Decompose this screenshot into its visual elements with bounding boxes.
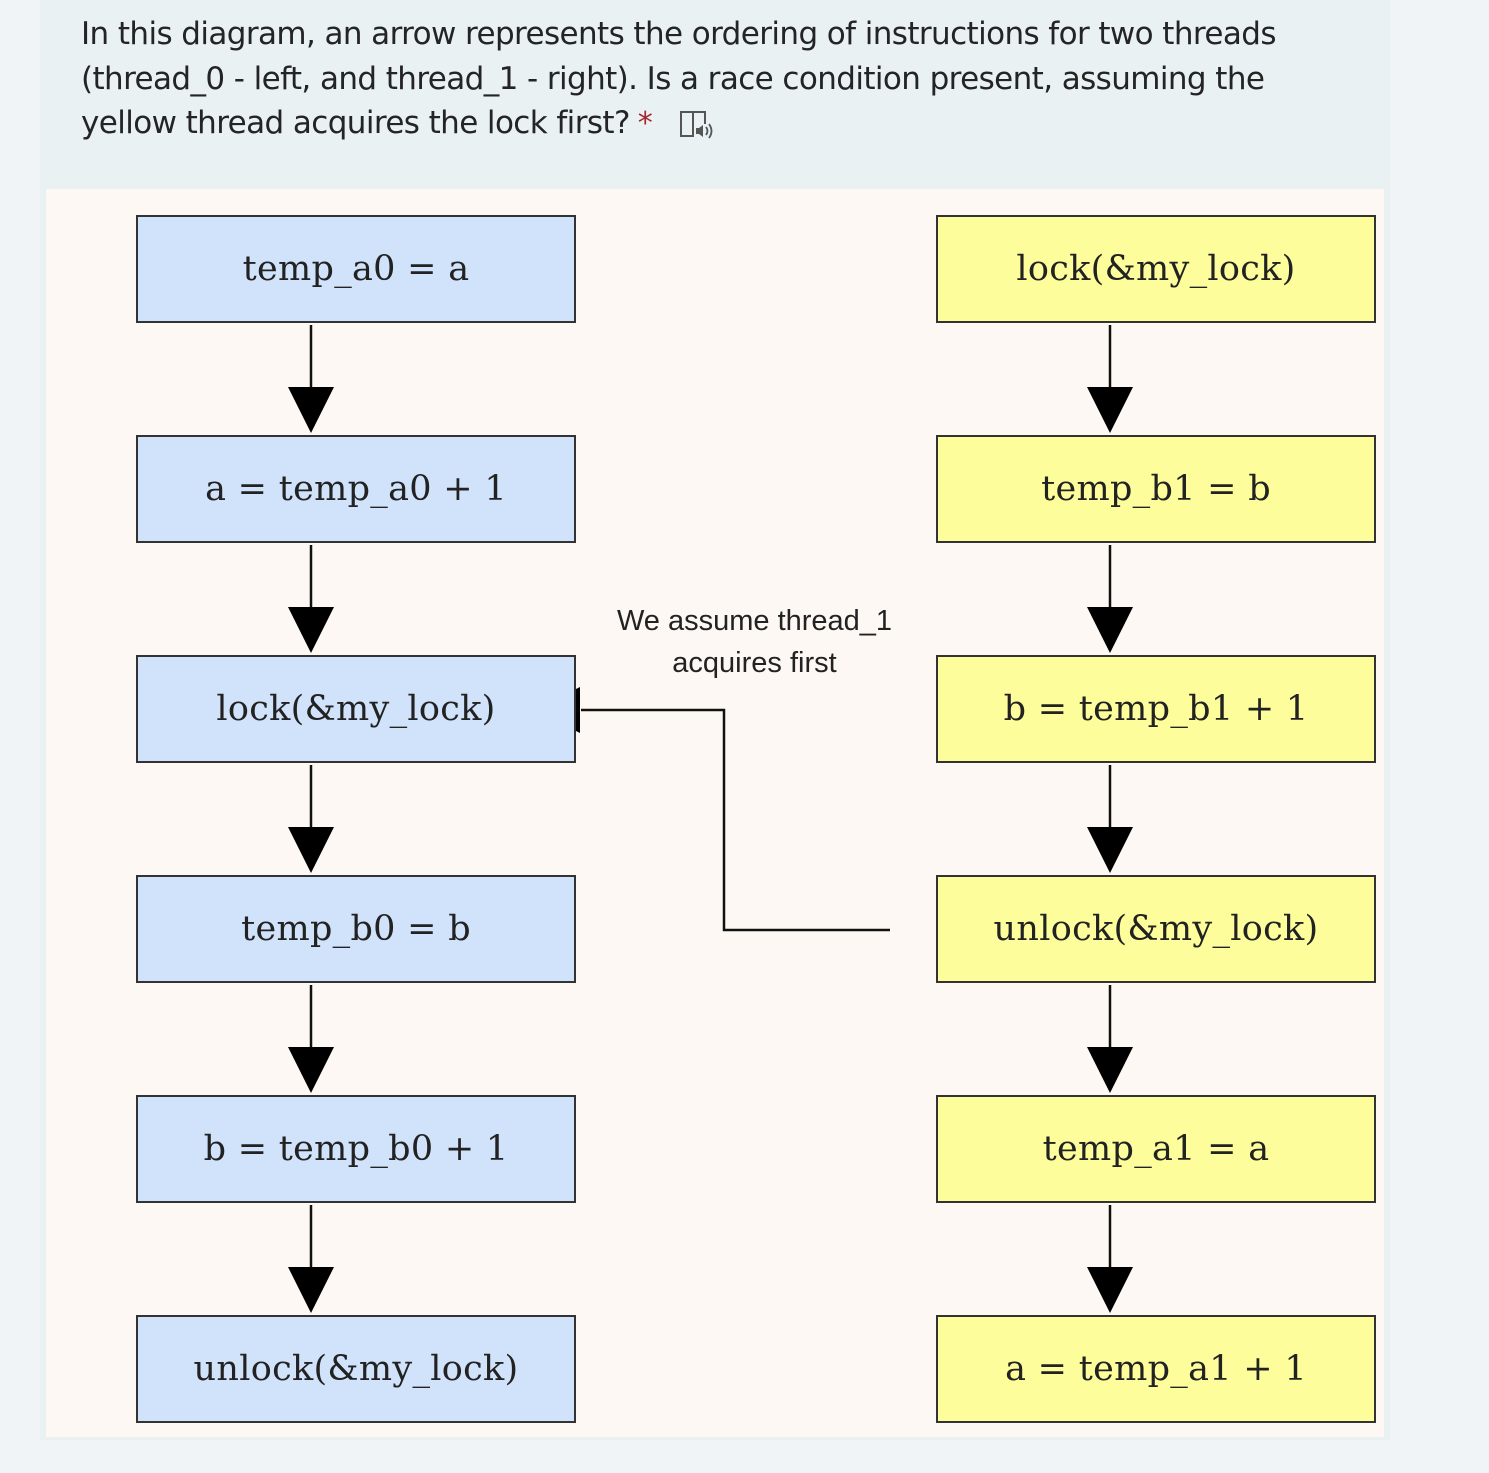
immersive-reader-icon <box>680 111 713 139</box>
required-marker: * <box>637 106 653 141</box>
assumption-note-line-1: We assume thread_1 <box>616 605 893 637</box>
thread-1-step-4: unlock(&my_lock) <box>936 875 1376 983</box>
thread-0-step-2: a = temp_a0 + 1 <box>136 435 576 543</box>
question-label: In this diagram, an arrow represents the… <box>81 16 1276 141</box>
thread-diagram: temp_a0 = a a = temp_a0 + 1 lock(&my_loc… <box>46 189 1384 1437</box>
thread-0-step-4: temp_b0 = b <box>136 875 576 983</box>
assumption-note: We assume thread_1 acquires first <box>582 600 927 684</box>
ordering-arrows <box>288 325 1133 1313</box>
thread-1-step-6: a = temp_a1 + 1 <box>936 1315 1376 1423</box>
thread-0-step-5: b = temp_b0 + 1 <box>136 1095 576 1203</box>
thread-1-step-5: temp_a1 = a <box>936 1095 1376 1203</box>
thread-0-step-6: unlock(&my_lock) <box>136 1315 576 1423</box>
thread-1-step-1: lock(&my_lock) <box>936 215 1376 323</box>
thread-0-step-3: lock(&my_lock) <box>136 655 576 763</box>
thread-1-step-3: b = temp_b1 + 1 <box>936 655 1376 763</box>
immersive-reader-button[interactable] <box>678 109 714 141</box>
assumption-note-line-2: acquires first <box>672 647 837 679</box>
thread-0-step-1: temp_a0 = a <box>136 215 576 323</box>
thread-1-step-2: temp_b1 = b <box>936 435 1376 543</box>
question-text: In this diagram, an arrow represents the… <box>81 12 1331 147</box>
